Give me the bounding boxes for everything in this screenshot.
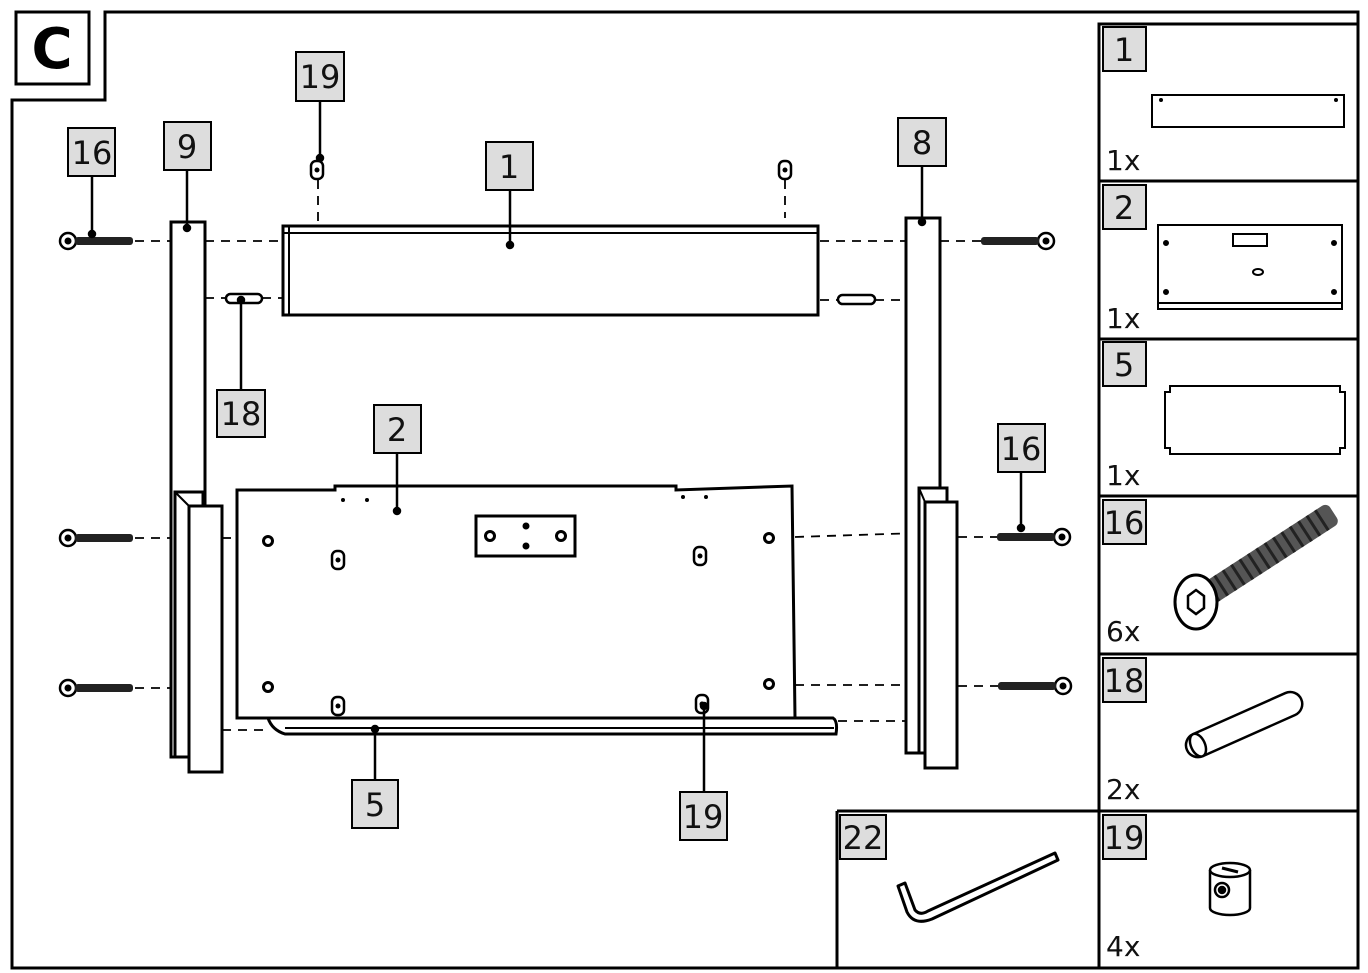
dowel-icon [1184,690,1304,759]
callout-label: 16 [72,134,113,172]
part-quantity: 2x [1106,773,1140,806]
callout-19-top: 19 [295,51,345,102]
part-number: 2 [1114,189,1134,227]
part-cell-5: 5 1x [1102,341,1346,492]
callout-9: 9 [163,121,212,171]
panel-1-icon [1151,94,1345,128]
callout-label: 1 [499,148,519,186]
barrel-nut-icon [1208,861,1252,917]
callout-label: 18 [221,395,262,433]
callout-label: 19 [683,798,724,836]
bolt-icon [1173,504,1338,631]
callout-2: 2 [373,404,422,454]
callout-label: 16 [1001,430,1042,468]
part-number: 18 [1104,662,1145,700]
hex-key-icon [896,851,1060,923]
part-cell-19: 19 4x [1102,814,1252,963]
panel-2-icon [1157,224,1343,310]
step-letter: C [31,17,72,82]
callout-label: 8 [912,124,932,162]
part-number: 16 [1104,504,1145,542]
part-quantity: 6x [1106,615,1140,648]
part-number: 19 [1104,819,1145,857]
panel-5-icon [1164,385,1346,455]
callout-label: 19 [300,58,341,96]
callout-1: 1 [485,141,534,191]
callout-8: 8 [897,117,947,167]
part-cell-2: 2 1x [1102,184,1343,335]
top-rail-1 [281,224,820,317]
callout-18: 18 [216,389,266,438]
callout-label: 2 [387,411,407,449]
callout-16-left: 16 [67,127,116,177]
part-cell-18: 18 2x [1102,657,1304,806]
callout-19-bottom: 19 [679,791,728,841]
parts-table [835,22,1360,970]
part-cell-1: 1 1x [1102,26,1345,177]
part-quantity: 1x [1106,302,1140,335]
tool-number: 22 [843,819,884,857]
tool-cell-22: 22 [839,814,1060,923]
part-quantity: 4x [1106,930,1140,963]
callout-5: 5 [351,779,399,829]
part-number: 5 [1114,346,1134,384]
part-quantity: 1x [1106,144,1140,177]
side-panel-9 [169,220,224,774]
leader-lines [87,101,1026,792]
step-badge: C [14,10,91,86]
callout-label: 5 [365,786,385,824]
callout-16-right: 16 [997,423,1046,473]
part-cell-16: 16 6x [1102,499,1338,648]
callout-label: 9 [177,128,197,166]
part-number: 1 [1114,31,1134,69]
bottom-plinth-5 [265,716,839,736]
side-panel-8 [904,216,959,770]
frame [10,10,1360,970]
part-quantity: 1x [1106,459,1140,492]
back-panel-2 [235,484,797,720]
